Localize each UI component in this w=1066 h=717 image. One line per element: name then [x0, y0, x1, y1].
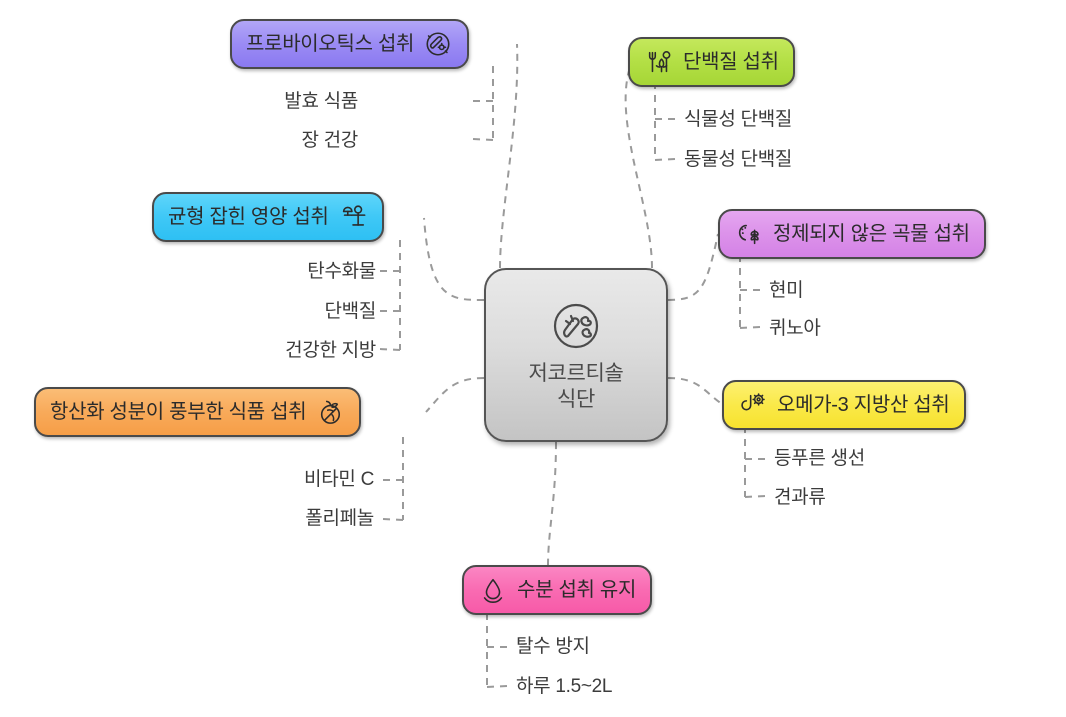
- branch-label-wholegrain: 정제되지 않은 곡물 섭취: [773, 223, 970, 245]
- fish-oil-drop-icon: [738, 390, 768, 420]
- water-drop-icon: [478, 575, 508, 605]
- link-center-antioxidant: [425, 377, 485, 413]
- sub-label-balanced-0: 탄수화물: [307, 261, 376, 282]
- vegetables-circle-icon: [547, 297, 605, 355]
- tick-balanced-2: [378, 348, 401, 351]
- sub-label-antioxidant-0: 비타민 C: [304, 469, 374, 490]
- branch-node-probiotics[interactable]: 프로바이오틱스 섭취: [230, 19, 470, 69]
- sub-label-hydration-1: 하루 1.5~2L: [516, 676, 613, 697]
- link-center-balanced: [423, 217, 485, 301]
- central-node[interactable]: 저코르티솔 식단: [484, 268, 668, 442]
- tick-hydration-1: [486, 685, 509, 688]
- grain-wheat-icon: [734, 219, 764, 249]
- branch-node-wholegrain[interactable]: 정제되지 않은 곡물 섭취: [718, 209, 986, 259]
- sub-label-hydration-0: 탈수 방지: [516, 636, 590, 657]
- sub-label-omega3-1: 견과류: [774, 487, 826, 508]
- tick-wholegrain-1: [739, 326, 762, 329]
- branch-label-antioxidant: 항산화 성분이 풍부한 식품 섭취: [50, 401, 307, 423]
- branch-label-omega3: 오메가-3 지방산 섭취: [777, 394, 950, 416]
- branch-label-balanced: 균형 잡힌 영양 섭취: [168, 206, 329, 228]
- tick-antioxidant-1: [381, 518, 404, 521]
- branch-label-hydration: 수분 섭취 유지: [517, 579, 637, 601]
- link-center-protein: [624, 61, 653, 269]
- branch-label-probiotics: 프로바이오틱스 섭취: [246, 33, 415, 55]
- sub-label-balanced-1: 단백질: [324, 301, 376, 322]
- tick-probiotics-1: [471, 138, 494, 141]
- central-node-label: 저코르티솔 식단: [528, 361, 623, 412]
- branch-node-balanced[interactable]: 균형 잡힌 영양 섭취: [152, 192, 384, 242]
- sub-label-balanced-2: 건강한 지방: [285, 340, 376, 361]
- fork-plant-icon: [644, 47, 674, 77]
- sub-label-probiotics-1: 장 건강: [301, 130, 358, 151]
- link-center-wholegrain: [667, 233, 719, 301]
- sub-label-omega3-0: 등푸른 생선: [774, 448, 865, 469]
- bacteria-circle-icon: [423, 29, 453, 59]
- sub-label-probiotics-0: 발효 식품: [284, 91, 358, 112]
- central-label-line1: 저코르티솔: [528, 362, 624, 386]
- citrus-slice-icon: [315, 397, 345, 427]
- sub-label-wholegrain-1: 퀴노아: [769, 318, 821, 339]
- sub-label-wholegrain-0: 현미: [769, 280, 804, 301]
- branch-node-omega3[interactable]: 오메가-3 지방산 섭취: [722, 380, 966, 430]
- sub-label-protein-0: 식물성 단백질: [684, 109, 793, 130]
- link-center-hydration: [547, 441, 557, 567]
- sub-label-antioxidant-1: 폴리페놀: [305, 508, 374, 529]
- scale-balance-icon: [338, 202, 368, 232]
- central-label-line2: 식단: [556, 388, 596, 411]
- branch-node-protein[interactable]: 단백질 섭취: [628, 37, 795, 87]
- tick-omega3-1: [744, 495, 767, 498]
- branch-node-antioxidant[interactable]: 항산화 성분이 풍부한 식품 섭취: [34, 387, 362, 437]
- link-center-probiotics: [499, 43, 519, 269]
- branch-label-protein: 단백질 섭취: [683, 51, 779, 73]
- tick-protein-1: [654, 158, 677, 161]
- branch-node-hydration[interactable]: 수분 섭취 유지: [462, 565, 653, 615]
- sub-label-protein-1: 동물성 단백질: [684, 149, 793, 170]
- link-center-omega3: [667, 377, 723, 405]
